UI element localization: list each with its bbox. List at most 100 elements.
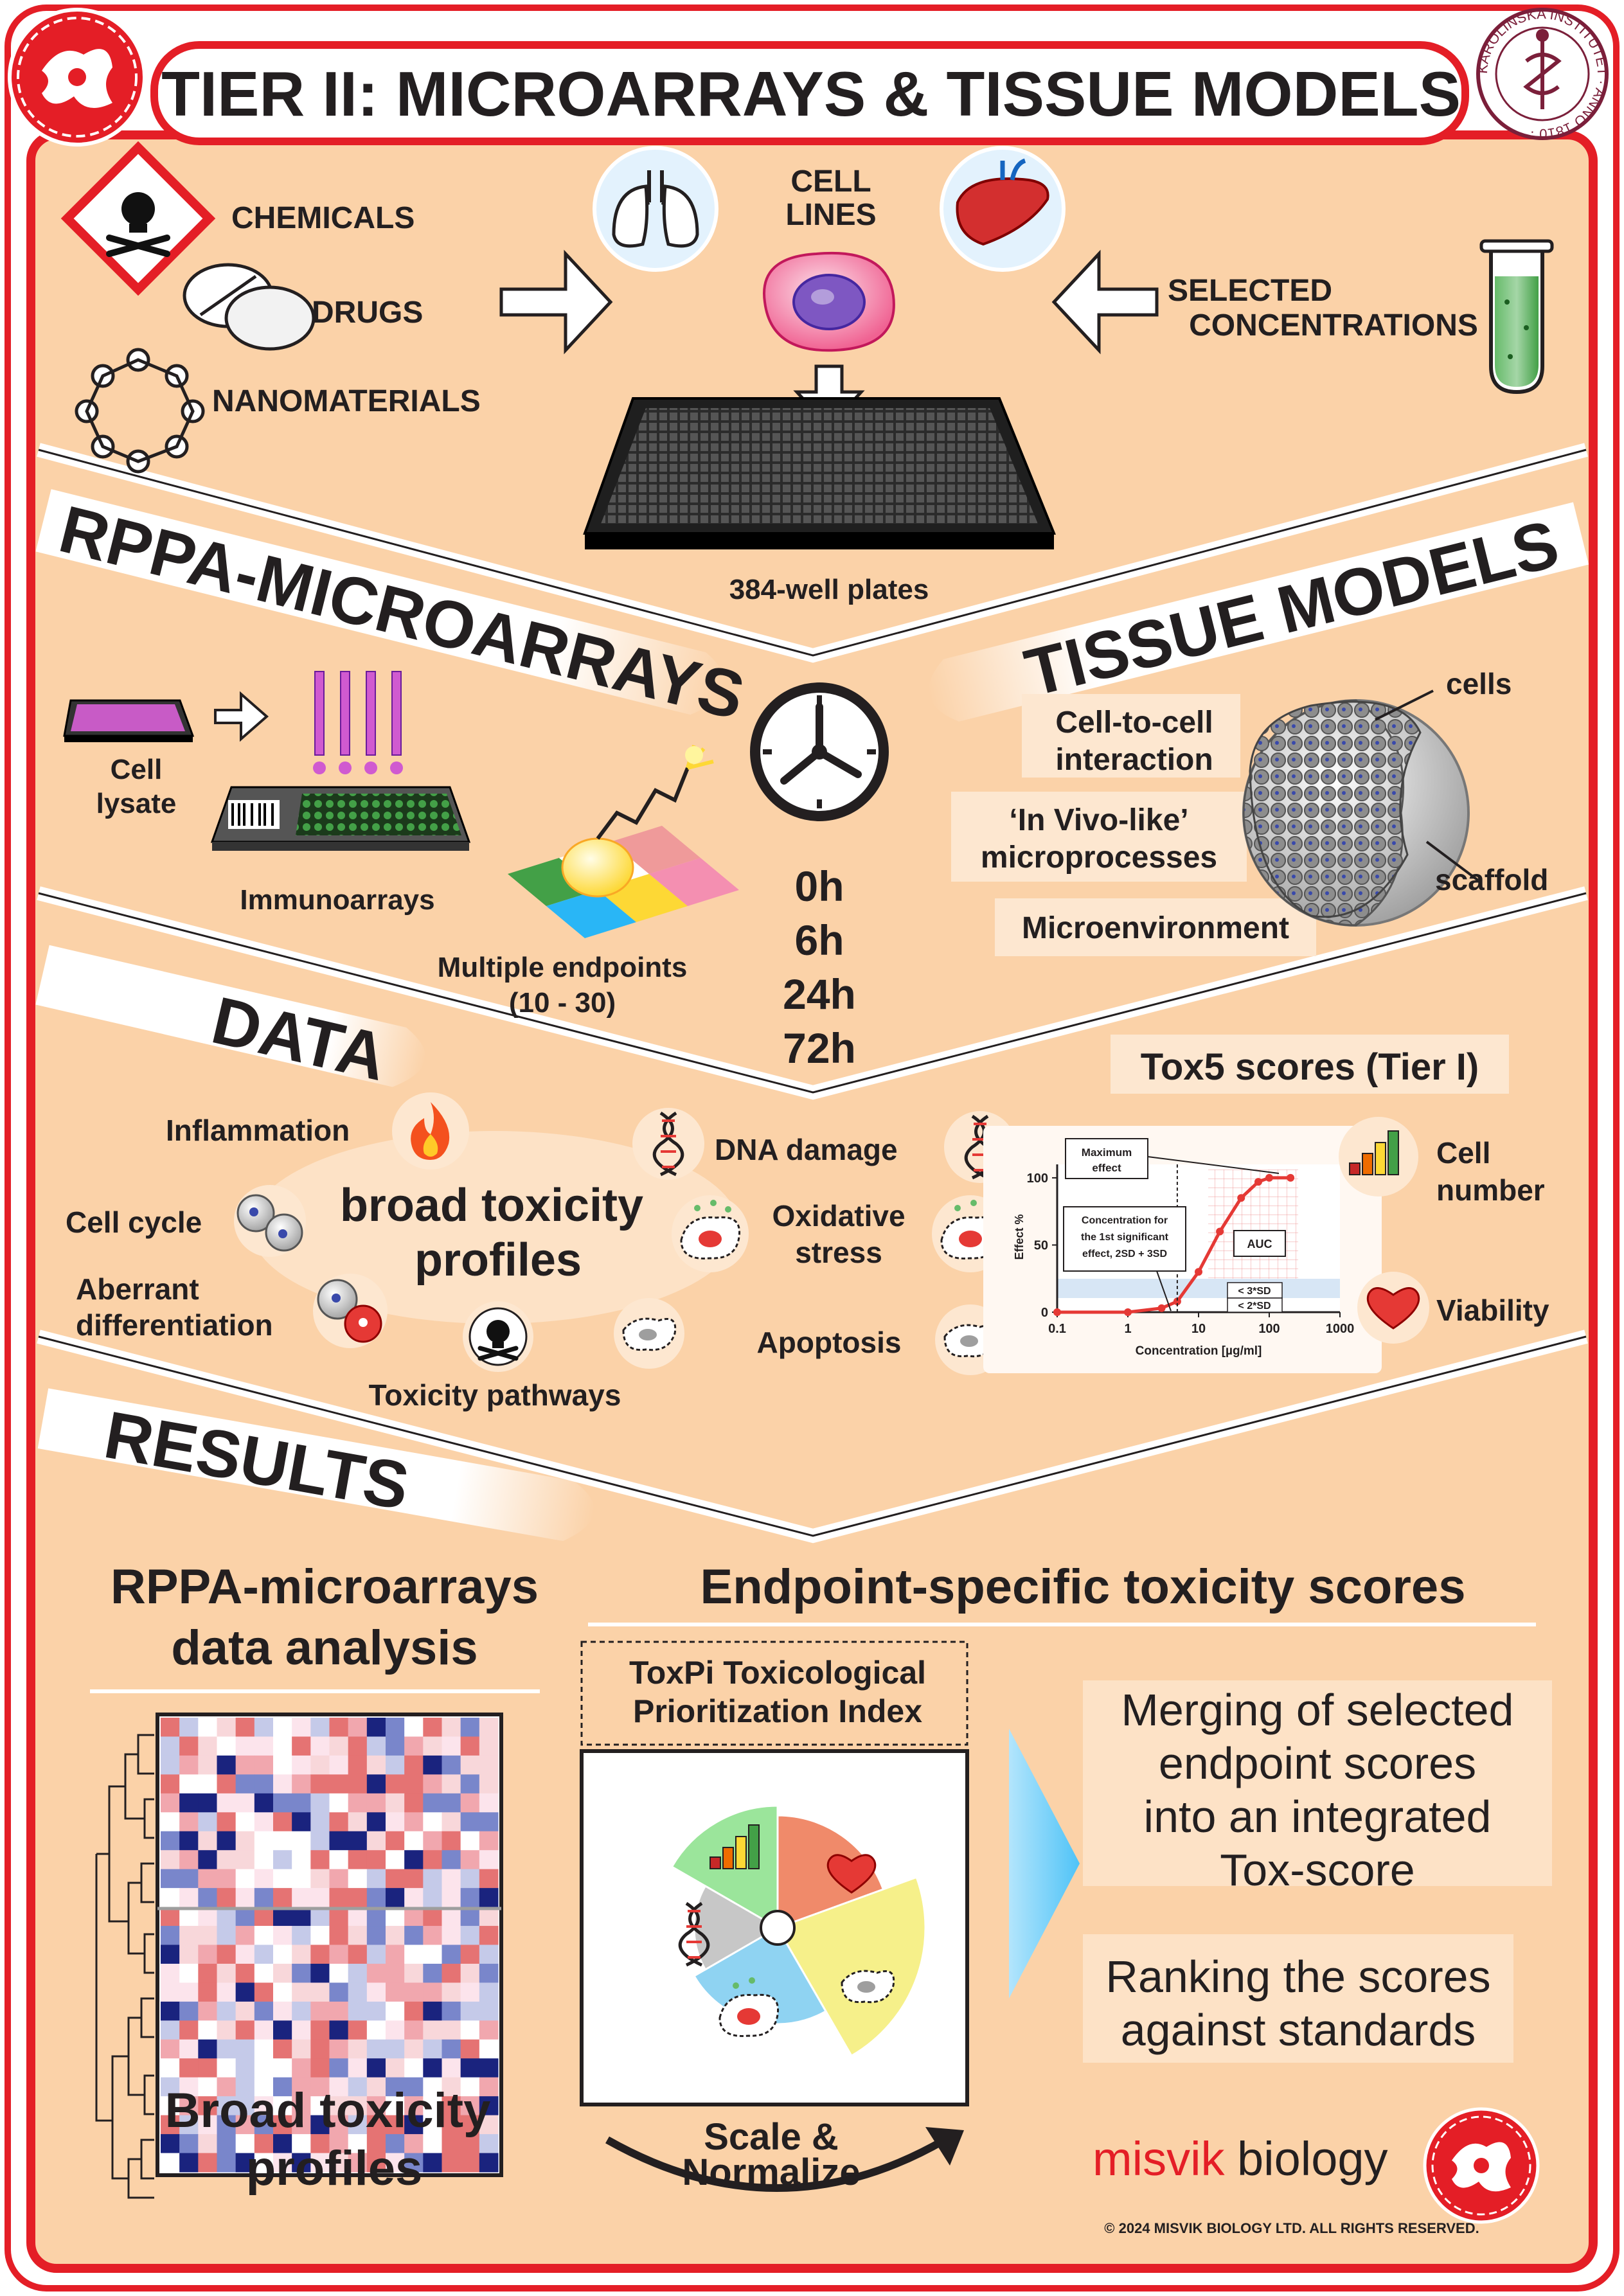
heatmap-cell (423, 1755, 442, 1775)
toxpi-slice (776, 1876, 927, 2058)
y-tick-label: 50 (1034, 1238, 1048, 1252)
heatmap-cell (479, 1718, 499, 1737)
heatmap-cell (423, 2115, 442, 2135)
heatmap-cell (386, 2115, 405, 2135)
heatmap-cell (235, 1793, 255, 1813)
heatmap-cell (442, 1926, 461, 1945)
label-broad-2: profiles (415, 1234, 582, 1286)
label-drugs: DRUGS (312, 296, 423, 330)
heatmap-cell (198, 2134, 217, 2154)
heatmap-cell (292, 1963, 311, 1983)
heatmap-cell (217, 2077, 236, 2097)
label-aberrant-2: differentiation (76, 1308, 273, 1342)
heatmap-cell (273, 2001, 292, 2021)
heatmap-cell (442, 2077, 461, 2097)
heatmap-cell (348, 1774, 368, 1794)
cell-number-bars-icon (1339, 1117, 1418, 1197)
heatmap-cell (460, 2039, 480, 2059)
test-tube-icon (1479, 239, 1554, 395)
heatmap-cell (235, 1888, 255, 1908)
heatmap-cell (404, 2115, 424, 2135)
heatmap-cell (423, 1831, 442, 1851)
heatmap-cell (254, 1831, 274, 1851)
heatmap-cell (273, 1869, 292, 1889)
heatmap-cell (310, 1736, 330, 1756)
heatmap-cell (404, 1755, 424, 1775)
heatmap-cell (217, 2058, 236, 2078)
heatmap-cell (479, 1907, 499, 1927)
heatmap-cell (273, 2115, 292, 2135)
heatmap-cell (366, 1755, 386, 1775)
heatmap-cell (254, 2153, 274, 2173)
dna-icon (632, 1108, 704, 1180)
heatmap-cell (329, 2096, 349, 2116)
heatmap-cell (273, 1963, 292, 1983)
heatmap-cell (198, 2039, 217, 2059)
heatmap-cell (273, 2039, 292, 2059)
heatmap-cell (366, 1963, 386, 1983)
heatmap-cell (292, 1926, 311, 1945)
heatmap-cell (329, 2039, 349, 2059)
heatmap-cell (310, 1831, 330, 1851)
label-dna-damage: DNA damage (715, 1133, 898, 1166)
heatmap-cell (254, 2058, 274, 2078)
heatmap-cell (273, 1944, 292, 1964)
heatmap-cell (479, 1850, 499, 1870)
heatmap-cell (460, 1718, 480, 1737)
hazard-diamond-icon (60, 141, 216, 296)
heatmap-cell (348, 1982, 368, 2002)
label-selected-2: CONCENTRATIONS (1189, 308, 1478, 343)
toxpi-center (760, 1910, 796, 1946)
heatmap-cell (366, 2039, 386, 2059)
heatmap-cell (254, 1869, 274, 1889)
heatmap-cell (366, 1793, 386, 1813)
heatmap-cell (423, 1793, 442, 1813)
heatmap-cell (329, 2153, 349, 2173)
heatmap-cell (404, 1869, 424, 1889)
heatmap-cell (460, 1736, 480, 1756)
heatmap-cell (479, 1793, 499, 1813)
heatmap-cell (179, 2058, 199, 2078)
heatmap-cell (329, 1812, 349, 1832)
heatmap-cell (235, 2020, 255, 2040)
timepoint-24h: 24h (783, 970, 856, 1018)
label-cells: cells (1446, 667, 1512, 700)
data-point (1254, 1178, 1262, 1186)
heatmap-cell (366, 1812, 386, 1832)
heatmap-cell (442, 1963, 461, 1983)
heatmap-cell (442, 1850, 461, 1870)
x-tick-label: 1000 (1326, 1322, 1355, 1336)
heatmap-cell (179, 1888, 199, 1908)
heatmap-cell (254, 1982, 274, 2002)
heatmap-cell (460, 1944, 480, 1964)
heatmap-cell (366, 2001, 386, 2021)
label-merging-3: into an integrated (1144, 1792, 1492, 1842)
heatmap-cell (273, 1793, 292, 1813)
label-merging-2: endpoint scores (1159, 1738, 1476, 1788)
heatmap-cell (404, 1812, 424, 1832)
heatmap-cell (329, 2001, 349, 2021)
heatmap-cell (273, 1755, 292, 1775)
heatmap-cell (348, 1850, 368, 1870)
heatmap-cell (310, 1869, 330, 1889)
heatmap-cell (404, 2039, 424, 2059)
label-cell-lines-1: CELL (790, 165, 871, 199)
heatmap-cell (386, 1812, 405, 1832)
heatmap-cell (386, 2096, 405, 2116)
heatmap-cell (442, 1774, 461, 1794)
heatmap-cell (386, 1888, 405, 1908)
heatmap-cell (198, 2077, 217, 2097)
heatmap-cell (366, 2115, 386, 2135)
heatmap-cell (292, 2096, 311, 2116)
heatmap-cell (442, 2134, 461, 2154)
heatmap (161, 1718, 499, 2173)
toxpi-heart-icon (826, 1854, 877, 1894)
chart-xlabel: Concentration [µg/ml] (1136, 1344, 1262, 1358)
heatmap-cell (366, 2058, 386, 2078)
heatmap-cell (161, 1963, 180, 1983)
heatmap-cell (348, 2096, 368, 2116)
data-point (1237, 1194, 1245, 1202)
heatmap-cell (348, 2058, 368, 2078)
label-nanomaterials: NANOMATERIALS (212, 384, 481, 418)
